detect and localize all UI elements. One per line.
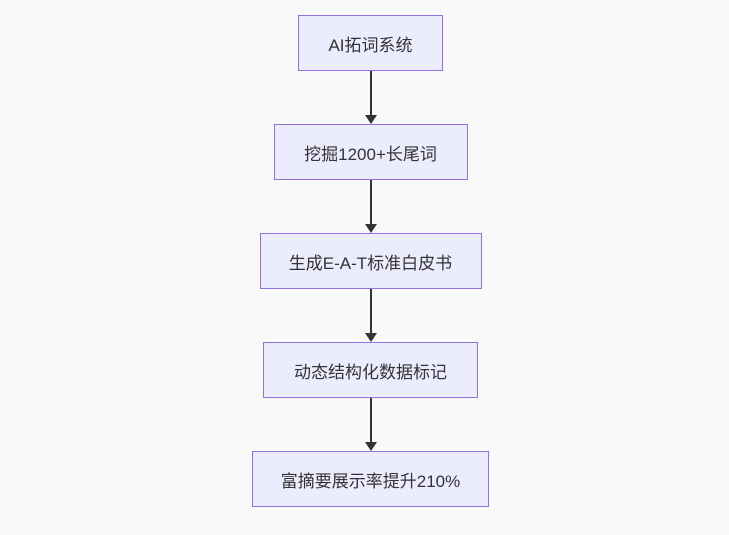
arrow-line — [369, 71, 372, 115]
flow-arrow-1 — [364, 71, 377, 124]
node-label: AI拓词系统 — [328, 35, 413, 55]
flow-arrow-2 — [364, 180, 377, 233]
node-label: 生成E-A-T标准白皮书 — [288, 253, 453, 273]
flowchart-node-structured-data: 动态结构化数据标记 — [263, 342, 478, 398]
arrow-line — [369, 398, 372, 442]
node-label: 富摘要展示率提升210% — [280, 471, 461, 491]
arrow-down-icon — [364, 115, 377, 124]
flowchart: AI拓词系统 挖掘1200+长尾词 生成E-A-T标准白皮书 动态结构化数据标记… — [6, 0, 729, 535]
arrow-down-icon — [364, 442, 377, 451]
flowchart-node-rich-snippet-result: 富摘要展示率提升210% — [251, 451, 490, 507]
arrow-line — [369, 180, 372, 224]
flowchart-node-longtail-mining: 挖掘1200+长尾词 — [273, 124, 468, 180]
arrow-down-icon — [364, 224, 377, 233]
arrow-down-icon — [364, 333, 377, 342]
flow-arrow-4 — [364, 398, 377, 451]
flowchart-node-ai-expansion: AI拓词系统 — [298, 15, 443, 71]
node-label: 挖掘1200+长尾词 — [304, 144, 437, 164]
flow-arrow-3 — [364, 289, 377, 342]
node-label: 动态结构化数据标记 — [294, 362, 447, 382]
flowchart-node-eat-whitepaper: 生成E-A-T标准白皮书 — [259, 233, 482, 289]
arrow-line — [369, 289, 372, 333]
